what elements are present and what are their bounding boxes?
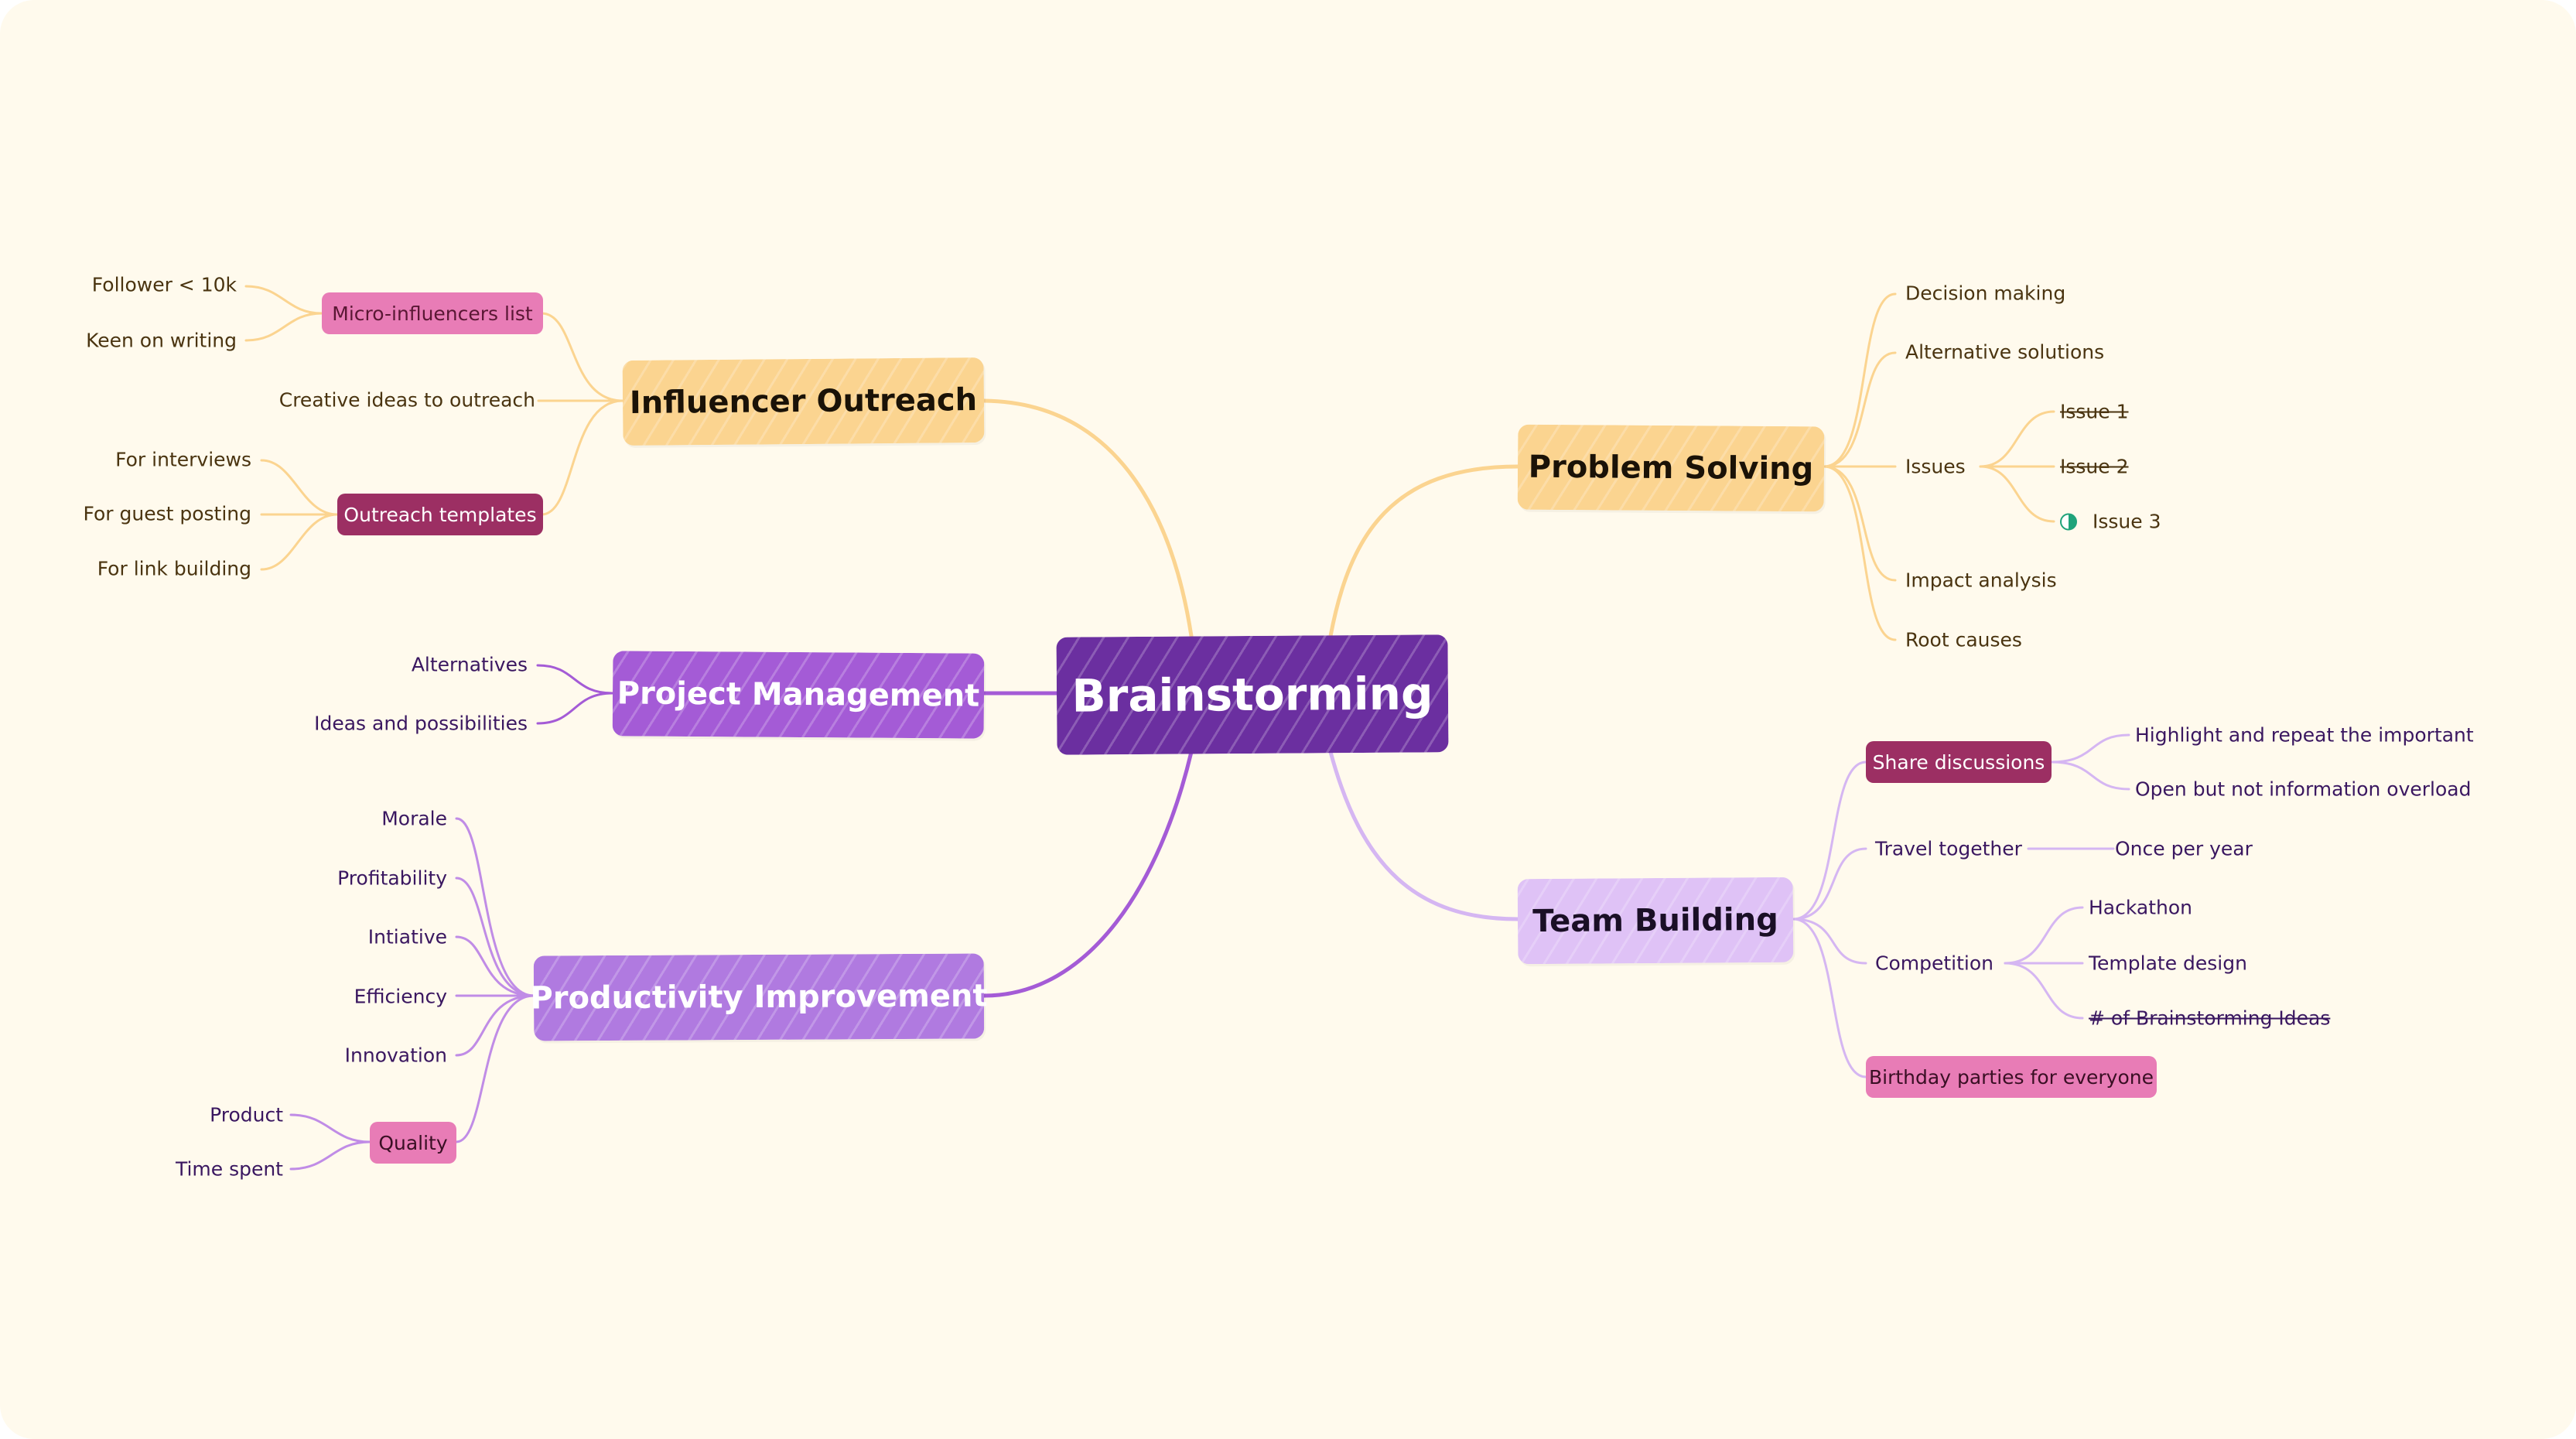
leaf-for-link-building[interactable]: For link building bbox=[97, 557, 251, 580]
share-discussions-label: Share discussions bbox=[1872, 750, 2045, 774]
leaf-product[interactable]: Product bbox=[210, 1103, 283, 1126]
leaf-highlight-repeat[interactable]: Highlight and repeat the important bbox=[2135, 723, 2474, 747]
leaf-once-per-year[interactable]: Once per year bbox=[2115, 837, 2253, 860]
share-discussions[interactable]: Share discussions bbox=[1866, 741, 2052, 783]
connector-productivity bbox=[982, 750, 1194, 998]
leaf-efficiency[interactable]: Efficiency bbox=[354, 985, 447, 1008]
topic-problem-solving-label: Problem Solving bbox=[1528, 449, 1814, 487]
half-circle-progress-icon bbox=[2060, 513, 2077, 531]
central-topic-label: Brainstorming bbox=[1071, 667, 1433, 723]
topic-team-building-label: Team Building bbox=[1532, 901, 1778, 940]
topic-influencer-outreach-label: Influencer Outreach bbox=[629, 382, 978, 421]
outreach-templates-label: Outreach templates bbox=[343, 503, 537, 526]
topic-project-management[interactable]: Project Management bbox=[612, 651, 985, 739]
leaf-follower[interactable]: Follower < 10k bbox=[91, 273, 237, 296]
leaf-morale[interactable]: Morale bbox=[381, 807, 447, 830]
leaf-template-design[interactable]: Template design bbox=[2089, 952, 2247, 975]
leaf-decision-making[interactable]: Decision making bbox=[1905, 282, 2066, 305]
leaf-ideas-possibilities[interactable]: Ideas and possibilities bbox=[314, 712, 528, 735]
leaf-competition[interactable]: Competition bbox=[1875, 952, 1993, 975]
leaf-root-causes[interactable]: Root causes bbox=[1905, 628, 2022, 651]
central-topic[interactable]: Brainstorming bbox=[1056, 634, 1449, 755]
issue-3-label: Issue 3 bbox=[2093, 510, 2161, 533]
leaf-keen-on-writing[interactable]: Keen on writing bbox=[86, 329, 237, 352]
leaf-for-guest-posting[interactable]: For guest posting bbox=[83, 502, 251, 525]
leaf-creative-ideas[interactable]: Creative ideas to outreach bbox=[278, 388, 535, 412]
connector-influencer-outreach bbox=[982, 398, 1194, 638]
leaf-issue-2[interactable]: Issue 2 bbox=[2060, 455, 2129, 478]
outreach-templates[interactable]: Outreach templates bbox=[337, 494, 543, 535]
quality[interactable]: Quality bbox=[370, 1122, 456, 1164]
leaf-for-interviews[interactable]: For interviews bbox=[115, 448, 251, 471]
leaf-alternatives[interactable]: Alternatives bbox=[411, 653, 528, 676]
topic-productivity-improvement-label: Productivity Improvement bbox=[530, 978, 988, 1017]
connector-team-building bbox=[1328, 750, 1520, 921]
topic-influencer-outreach[interactable]: Influencer Outreach bbox=[622, 357, 985, 446]
micro-influencers-list[interactable]: Micro-influencers list bbox=[322, 292, 543, 334]
micro-influencers-list-label: Micro-influencers list bbox=[332, 302, 533, 325]
topic-productivity-improvement[interactable]: Productivity Improvement bbox=[530, 953, 988, 1041]
quality-label: Quality bbox=[378, 1131, 448, 1154]
topic-problem-solving[interactable]: Problem Solving bbox=[1517, 424, 1825, 512]
leaf-issue-1[interactable]: Issue 1 bbox=[2060, 400, 2129, 423]
leaf-issues[interactable]: Issues bbox=[1905, 455, 1966, 478]
leaf-impact-analysis[interactable]: Impact analysis bbox=[1905, 569, 2057, 592]
leaf-brainstorming-ideas[interactable]: # of Brainstorming Ideas bbox=[2089, 1007, 2331, 1030]
leaf-innovation[interactable]: Innovation bbox=[344, 1044, 447, 1067]
birthday-parties-label: Birthday parties for everyone bbox=[1869, 1065, 2154, 1089]
birthday-parties[interactable]: Birthday parties for everyone bbox=[1866, 1056, 2157, 1098]
leaf-hackathon[interactable]: Hackathon bbox=[2089, 896, 2193, 919]
leaf-profitability[interactable]: Profitability bbox=[337, 866, 447, 890]
leaf-open-not-overload[interactable]: Open but not information overload bbox=[2135, 778, 2472, 801]
connector-problem-solving bbox=[1328, 464, 1520, 638]
leaf-issue-3[interactable]: Issue 3 bbox=[2060, 511, 2161, 533]
leaf-time-spent[interactable]: Time spent bbox=[175, 1157, 283, 1181]
leaf-alternative-solutions[interactable]: Alternative solutions bbox=[1905, 340, 2105, 364]
topic-project-management-label: Project Management bbox=[617, 675, 980, 714]
leaf-intiative[interactable]: Intiative bbox=[367, 925, 447, 949]
leaf-travel-together[interactable]: Travel together bbox=[1875, 837, 2022, 860]
topic-team-building[interactable]: Team Building bbox=[1517, 877, 1794, 965]
